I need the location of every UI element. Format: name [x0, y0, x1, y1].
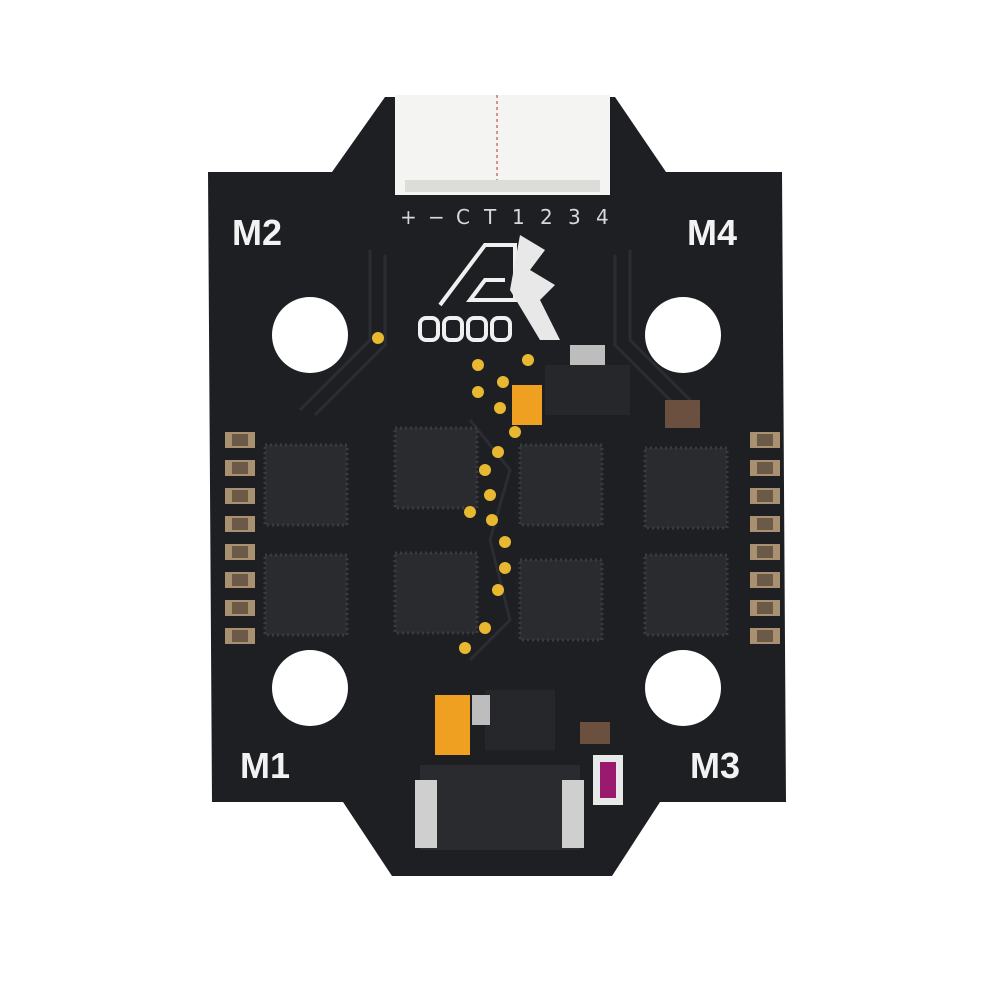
test-pad [509, 426, 521, 438]
capacitor-body [757, 546, 773, 558]
brand-logo [418, 235, 560, 342]
power-connector [415, 765, 584, 850]
regulator-bottom [472, 690, 555, 750]
top-connector [395, 95, 610, 195]
capacitor-body [757, 518, 773, 530]
mosfet-chip [643, 446, 729, 530]
mosfet-chips [263, 426, 729, 642]
tantalum-capacitor-bottom [435, 695, 470, 755]
connector-pin-label: − [428, 205, 445, 229]
capacitor-body [232, 518, 248, 530]
side-capacitors [225, 432, 780, 644]
capacitor-body [757, 462, 773, 474]
test-pad [492, 584, 504, 596]
test-pad [479, 464, 491, 476]
mosfet-chip [263, 443, 349, 527]
test-pad [486, 514, 498, 526]
test-pad [479, 622, 491, 634]
test-pad [522, 354, 534, 366]
mosfet-chip [518, 558, 604, 642]
capacitor-body [232, 546, 248, 558]
capacitor-body [232, 462, 248, 474]
test-pad [464, 506, 476, 518]
capacitor [665, 400, 700, 428]
connector-pin-label: 2 [540, 205, 553, 229]
capacitor-body [232, 434, 248, 446]
test-pad [494, 402, 506, 414]
resistor-body [600, 762, 616, 798]
test-pad [459, 642, 471, 654]
capacitor-body [757, 490, 773, 502]
regulator-top [545, 345, 630, 415]
test-pad [499, 536, 511, 548]
motor-label-m2: M2 [232, 212, 282, 253]
mosfet-chip [643, 553, 729, 637]
connector-pin-label: 3 [568, 205, 581, 229]
capacitor [580, 722, 610, 744]
test-pad [497, 376, 509, 388]
motor-label-m3: M3 [690, 745, 740, 786]
mosfet-chip [518, 443, 604, 527]
mounting-holes [272, 297, 721, 726]
capacitor-body [232, 574, 248, 586]
capacitor-body [757, 630, 773, 642]
capacitor-body [232, 602, 248, 614]
gold-test-pads [372, 332, 534, 654]
test-pad [499, 562, 511, 574]
capacitor-body [232, 630, 248, 642]
connector-pin-label: 4 [596, 205, 609, 229]
connector-pin-label: 1 [512, 205, 525, 229]
connector-pin-label: + [400, 205, 417, 229]
mosfet-chip [263, 553, 349, 637]
capacitor-body [757, 602, 773, 614]
mosfet-chip [393, 426, 479, 510]
capacitor-body [757, 574, 773, 586]
capacitor-body [232, 490, 248, 502]
connector-pin-label: T [483, 205, 497, 229]
mosfet-chip [393, 551, 479, 635]
pcb-traces [298, 250, 702, 662]
test-pad [492, 446, 504, 458]
test-pad [472, 359, 484, 371]
pcb-board [208, 97, 786, 876]
test-pad [472, 386, 484, 398]
tantalum-capacitor-top [512, 385, 542, 425]
motor-label-m4: M4 [687, 212, 737, 253]
motor-label-m1: M1 [240, 745, 290, 786]
connector-pin-label: C [456, 205, 470, 229]
test-pad [484, 489, 496, 501]
test-pad [372, 332, 384, 344]
capacitor-body [757, 434, 773, 446]
